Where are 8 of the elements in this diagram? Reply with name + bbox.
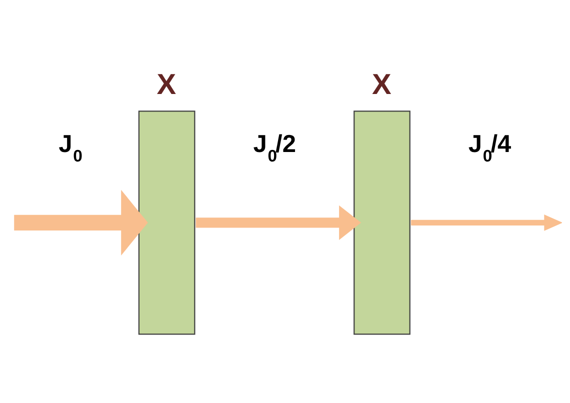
node-label: X bbox=[372, 69, 392, 102]
arrow bbox=[196, 205, 362, 240]
edge-label: J$_{0}$/4 bbox=[468, 130, 512, 166]
arrow bbox=[411, 214, 562, 231]
node-label: X bbox=[156, 69, 176, 102]
arrow bbox=[14, 190, 148, 256]
edge-label: J$_{0}$ bbox=[58, 130, 82, 166]
edge-label: J$_{0}$/2 bbox=[253, 130, 296, 166]
